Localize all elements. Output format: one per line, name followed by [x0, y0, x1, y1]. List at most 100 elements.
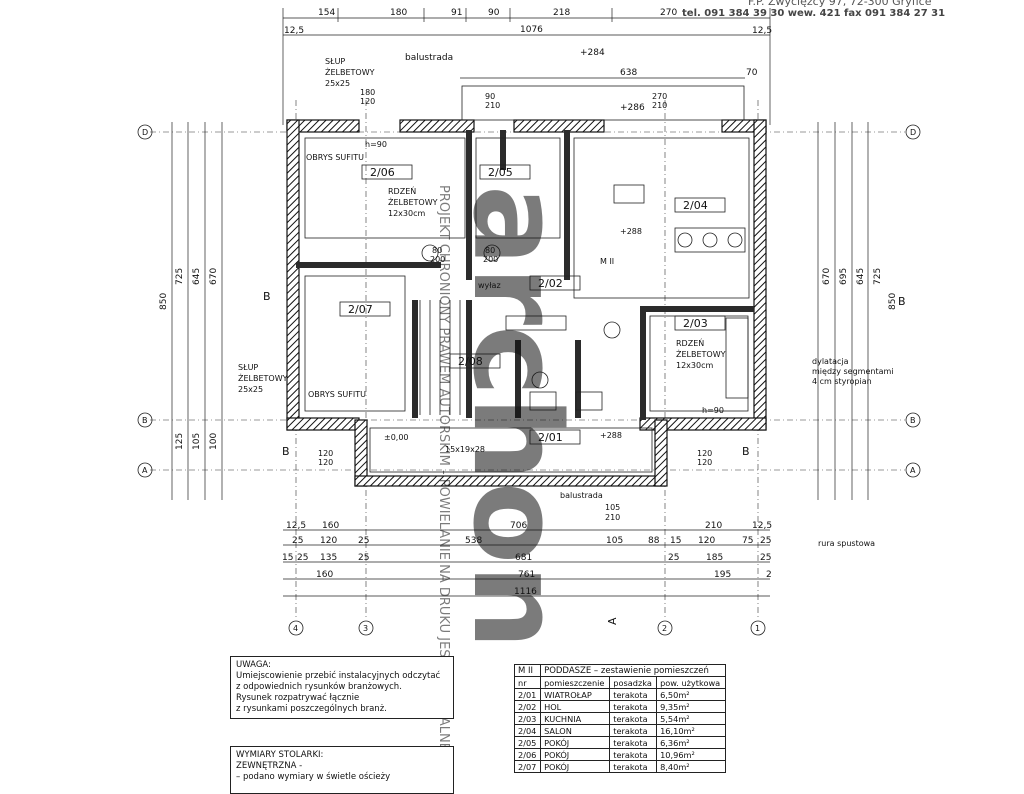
header-posadzka: posadzka [609, 676, 658, 689]
b2-3: 25 [358, 536, 369, 546]
side-dimension-chains: 850 725 645 670 125 105 100 670 695 645 … [159, 122, 898, 500]
m-ii-label: M II [600, 257, 614, 266]
svg-text:80: 80 [432, 246, 442, 255]
walls [286, 85, 767, 487]
svg-text:ŻELBETOWY: ŻELBETOWY [238, 373, 288, 383]
cell-floor: terakota [609, 700, 658, 713]
left-dim-125: 125 [175, 433, 185, 450]
wymiary-line-1: ZEWNĘTRZNA - [236, 761, 303, 771]
svg-text:dylatacja: dylatacja [812, 357, 849, 366]
b3-8: 25 [760, 553, 771, 563]
table-row: 2/06 POKÓJ terakota 10,96m² [513, 748, 726, 761]
cell-area: 10,96m² [656, 748, 726, 761]
section-b-right-2: B [742, 445, 750, 458]
room-2-06: 2/06 [370, 166, 395, 179]
b2-6: 88 [648, 536, 660, 546]
cell-nr: 2/06 [513, 748, 542, 761]
cell-name: KUCHNIA [540, 712, 611, 725]
b1-4: 210 [705, 521, 722, 531]
svg-text:270: 270 [652, 92, 667, 101]
cell-name: POKÓJ [540, 748, 611, 761]
svg-text:120: 120 [697, 449, 712, 458]
b2-8: 120 [698, 536, 715, 546]
svg-text:SŁUP: SŁUP [238, 363, 258, 372]
svg-text:120: 120 [360, 97, 375, 106]
watermark-logo-text: archon [446, 185, 585, 650]
cell-floor: terakota [609, 724, 658, 737]
cell-area: 6,50m² [656, 688, 726, 701]
uwaga-note: UWAGA: Umiejscowienie przebić instalacyj… [230, 656, 454, 719]
top-edge-dim: 12,5 [284, 26, 304, 36]
axis-2: 2 [662, 624, 667, 633]
room-2-03: 2/03 [683, 317, 708, 330]
b1-1: 12,5 [286, 521, 306, 531]
b1-3: 706 [510, 521, 527, 531]
top-dim-2: 180 [390, 8, 407, 18]
b2-7: 15 [670, 536, 681, 546]
top-dim-1: 154 [318, 8, 335, 18]
top-dim-4: 90 [488, 8, 500, 18]
b3-1: 15 [282, 553, 293, 563]
top-dim-5: 218 [553, 8, 570, 18]
b4-2: 761 [518, 570, 535, 580]
uwaga-line-4: z rysunkami poszczególnych branż. [236, 704, 387, 714]
top-overall-dim: 1076 [520, 25, 543, 35]
right-dim-645: 645 [856, 268, 866, 285]
svg-text:200: 200 [430, 255, 445, 264]
svg-text:RDZEŃ: RDZEŃ [388, 185, 416, 196]
axis-4: 4 [293, 624, 298, 633]
h90-top: h=90 [365, 140, 387, 149]
b3-7: 185 [706, 553, 723, 563]
svg-text:między segmentami: między segmentami [812, 367, 894, 376]
svg-text:210: 210 [652, 101, 667, 110]
svg-text:120: 120 [318, 449, 333, 458]
cell-area: 8,40m² [656, 760, 726, 773]
b3-3: 135 [320, 553, 337, 563]
stairs-label: 15x19x28 [445, 445, 485, 454]
cell-floor: terakota [609, 760, 658, 773]
b2-1: 25 [292, 536, 303, 546]
bottom-dimension-chain: 12,5 160 706 210 12,5 25 120 25 538 105 … [282, 521, 772, 597]
cell-nr: 2/05 [513, 736, 542, 749]
cell-floor: terakota [609, 736, 658, 749]
level-288b: +288 [600, 431, 622, 440]
right-dim-725: 725 [873, 268, 883, 285]
right-dim-670: 670 [822, 268, 832, 285]
top-edge-dim-right: 12,5 [752, 26, 772, 36]
uwaga-line-3: Rysunek rozpatrywać łącznie [236, 693, 360, 703]
left-dim-100: 100 [209, 433, 219, 450]
axis-bubbles: D B A D B A 4 3 2 1 [137, 124, 921, 636]
b4-1: 160 [316, 570, 333, 580]
header-contact: tel. 091 384 39 30 wew. 421 fax 091 384 … [682, 8, 946, 19]
axis-A-right: A [910, 466, 916, 475]
b2-4: 538 [465, 536, 482, 546]
table-row: 2/03 KUCHNIA terakota 5,54m² [513, 712, 726, 725]
cell-nr: 2/07 [513, 760, 542, 773]
b2-2: 120 [320, 536, 337, 546]
right-dim-695: 695 [839, 268, 849, 285]
level-284: +284 [580, 48, 605, 58]
axis-D-right: D [910, 128, 916, 137]
furniture [421, 184, 749, 411]
table-row: 2/07 POKÓJ terakota 8,40m² [513, 760, 726, 773]
header-nr: nr [513, 676, 542, 689]
b3-2: 25 [297, 553, 308, 563]
room-labels: 2/06 2/05 2/04 2/07 2/02 2/03 2/08 2/01 [339, 164, 726, 445]
b1-2: 160 [322, 521, 339, 531]
svg-text:ŻELBETOWY: ŻELBETOWY [388, 197, 438, 207]
level-000: ±0,00 [384, 433, 409, 442]
axis-A-left: A [142, 466, 148, 475]
table-title-left: M II [513, 664, 542, 677]
right-dim-850: 850 [888, 293, 898, 310]
obrys-bottom: OBRYS SUFITU [308, 390, 366, 399]
top-dimension-chain: 154 180 91 90 218 270 12,5 1076 12,5 638… [282, 8, 772, 125]
svg-text:120: 120 [318, 458, 333, 467]
b2-5: 105 [606, 536, 623, 546]
rura-spustowa: rura spustowa [818, 539, 875, 548]
svg-text:210: 210 [605, 513, 620, 522]
annotations: OBRYS SUFITU OBRYS SUFITU h=90 h=90 15x1… [238, 57, 906, 625]
level-286: +286 [620, 103, 645, 113]
watermark-vertical-text: PROJEKT CHRONIONY PRAWEM AUTORSKIM - POW… [436, 185, 451, 793]
section-a: A [606, 617, 619, 625]
slup-top-label: SŁUP ŻELBETOWY 25x25 [325, 57, 375, 88]
